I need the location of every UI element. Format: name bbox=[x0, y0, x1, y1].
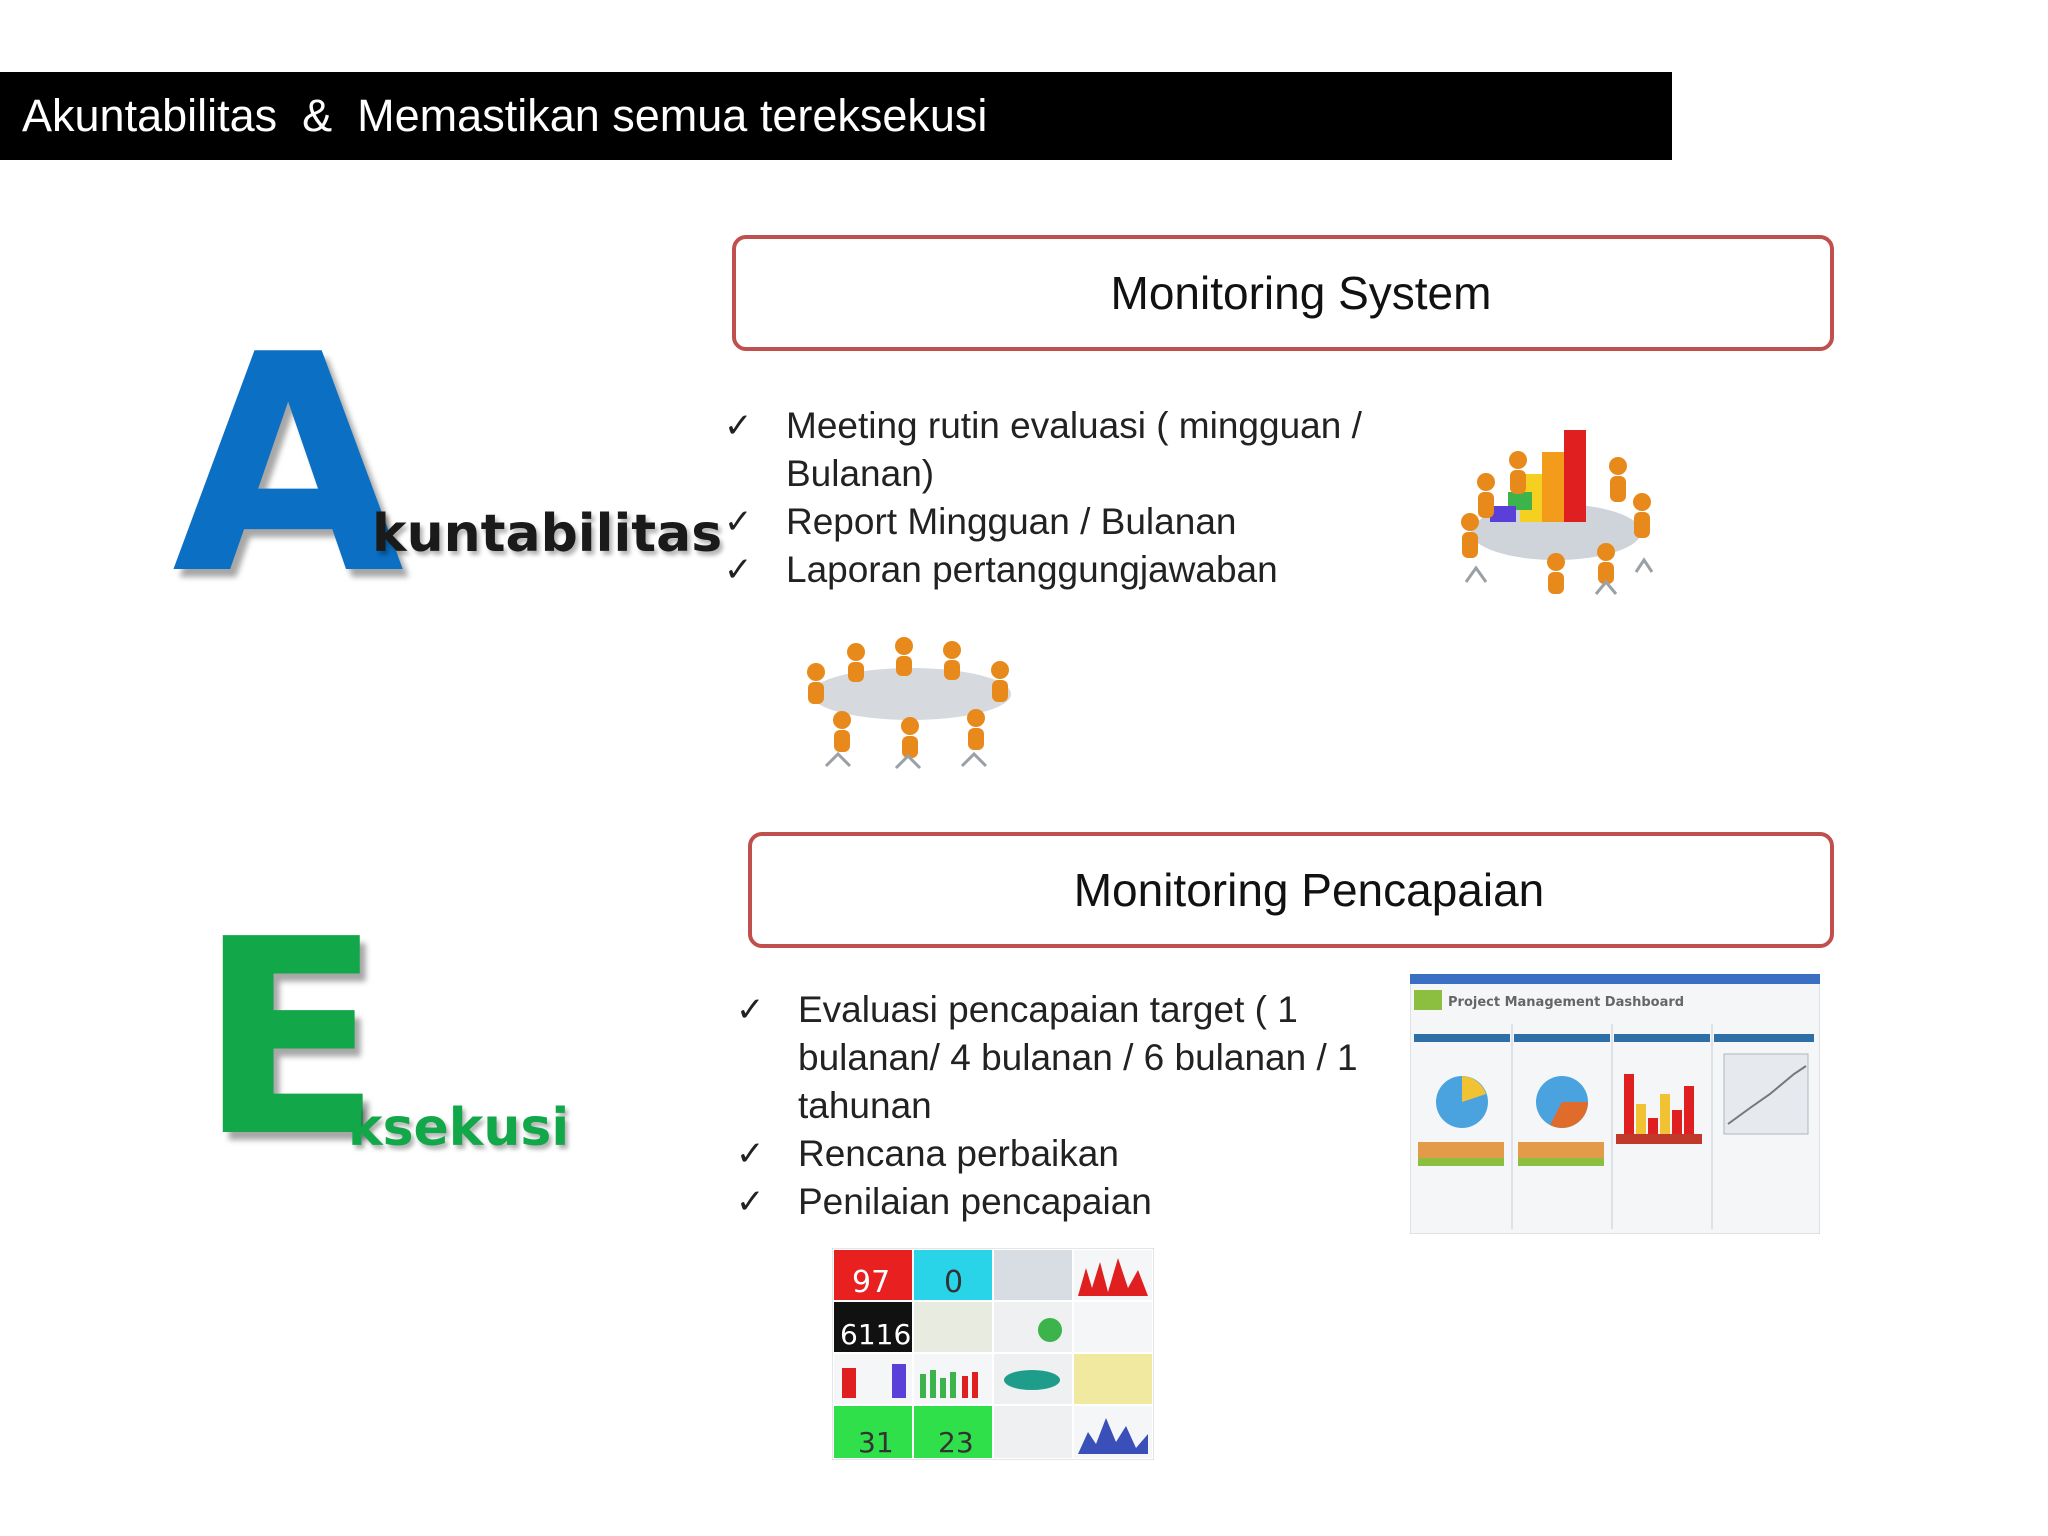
dashboard-heading: Project Management Dashboard bbox=[1448, 995, 1684, 1010]
tile-value: 97 bbox=[852, 1265, 890, 1300]
tile-value: 0 bbox=[944, 1265, 963, 1300]
list-item: ✓Report Mingguan / Bulanan bbox=[724, 498, 1424, 546]
monitoring-pencapaian-title: Monitoring Pencapaian bbox=[1073, 864, 1545, 916]
big-letter-e: E bbox=[198, 881, 383, 1196]
slide-title: Akuntabilitas & Memastikan semua terekse… bbox=[0, 72, 1672, 160]
monitoring-grid-screenshot: 97 0 6116 31 23 bbox=[832, 1248, 1154, 1460]
check-icon: ✓ bbox=[724, 407, 753, 445]
round-table-meeting-illustration bbox=[807, 637, 1011, 770]
big-letter-a: A bbox=[172, 291, 405, 640]
monitoring-system-box: Monitoring System bbox=[732, 235, 1834, 351]
word-eksekusi: ksekusi bbox=[348, 1098, 570, 1158]
check-icon: ✓ bbox=[736, 991, 765, 1029]
list-item: ✓Evaluasi pencapaian target ( 1 bulanan/… bbox=[736, 986, 1386, 1130]
tile-value: 6116 bbox=[840, 1318, 911, 1351]
check-icon: ✓ bbox=[724, 551, 753, 589]
list-item: ✓Rencana perbaikan bbox=[736, 1130, 1386, 1178]
word-akuntabilitas: kuntabilitas bbox=[372, 504, 723, 564]
check-icon: ✓ bbox=[736, 1183, 765, 1221]
tile-value: 31 bbox=[858, 1426, 894, 1459]
monitoring-system-list: ✓Meeting rutin evaluasi ( mingguan / Bul… bbox=[724, 402, 1424, 594]
list-item: ✓Laporan pertanggungjawaban bbox=[724, 546, 1424, 594]
list-item: ✓Penilaian pencapaian bbox=[736, 1178, 1386, 1226]
monitoring-pencapaian-list: ✓Evaluasi pencapaian target ( 1 bulanan/… bbox=[736, 986, 1386, 1226]
tile-value: 23 bbox=[938, 1426, 974, 1459]
monitoring-pencapaian-box: Monitoring Pencapaian bbox=[748, 832, 1834, 948]
monitoring-system-title: Monitoring System bbox=[1110, 267, 1492, 319]
meeting-chart-illustration bbox=[1461, 430, 1654, 595]
check-icon: ✓ bbox=[724, 503, 753, 541]
list-item: ✓Meeting rutin evaluasi ( mingguan / Bul… bbox=[724, 402, 1424, 498]
project-dashboard-screenshot: Project Management Dashboard bbox=[1410, 974, 1820, 1234]
check-icon: ✓ bbox=[736, 1135, 765, 1173]
